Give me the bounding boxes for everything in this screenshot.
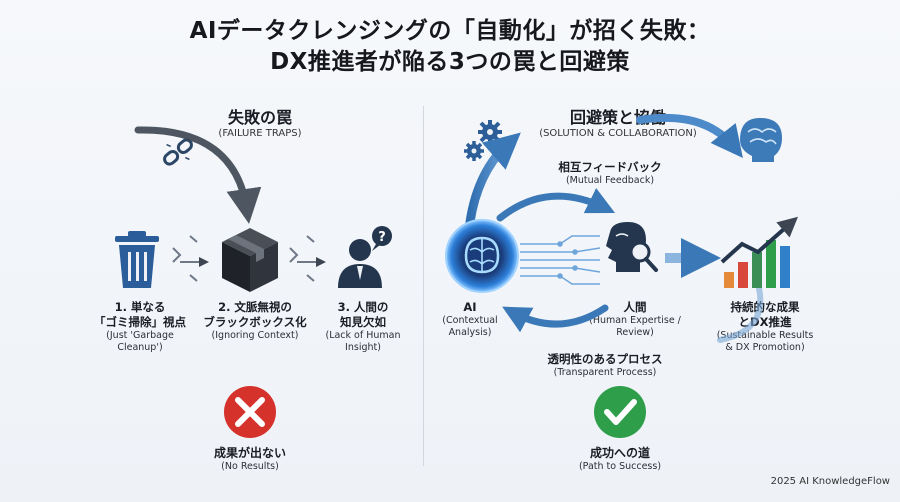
- return-arrow: [502, 304, 609, 333]
- feedback-sub: (Mutual Feedback): [565, 175, 655, 186]
- page-title: AIデータクレンジングの「自動化」が招く失敗： DX推進者が陥る3つの罠と回避策: [0, 16, 900, 78]
- trap-1-title-1: 1. 単なる: [114, 300, 166, 314]
- success-result: 成功への道 (Path to Success): [545, 446, 695, 473]
- ai-sub-2: Analysis): [448, 327, 492, 338]
- transparent-title: 透明性のあるプロセス: [547, 352, 663, 366]
- trap-1-sub-1: (Just 'Garbage: [106, 330, 174, 341]
- trap-2-title-2: ブラックボックス化: [203, 315, 307, 329]
- outcome-loop-arrow: [717, 281, 764, 343]
- failure-heading-sub: (FAILURE TRAPS): [218, 128, 302, 139]
- title-line-2: DX推進者が陥る3つの罠と回避策: [270, 49, 630, 75]
- top-arc-arrow: [636, 113, 743, 159]
- title-line-1: AIデータクレンジングの「自動化」が招く失敗：: [189, 18, 711, 44]
- growth-chart-icon: [720, 216, 798, 288]
- trap-3-sub-1: (Lack of Human: [325, 330, 401, 341]
- human-sub-2: Review): [616, 327, 654, 338]
- feedback-label: 相互フィードバック (Mutual Feedback): [530, 160, 690, 187]
- human-title: 人間: [623, 300, 647, 314]
- failure-heading: 失敗の罠 (FAILURE TRAPS): [150, 104, 370, 139]
- broken-chain-icon: [163, 138, 193, 166]
- failure-result: 成果が出ない (No Results): [175, 446, 325, 473]
- trap-3-sub-2: Insight): [345, 342, 381, 353]
- chain-to-box-arrow: [134, 126, 262, 224]
- svg-text:?: ?: [378, 230, 386, 245]
- trap-1-title-2: 「ゴミ掃除」視点: [94, 315, 186, 329]
- trap-1-label: 1. 単なる 「ゴミ掃除」視点 (Just 'Garbage Cleanup'): [85, 300, 195, 354]
- solution-heading-sub: (SOLUTION & COLLABORATION): [539, 128, 697, 139]
- ai-sub-1: (Contextual: [442, 315, 498, 326]
- trap-3-label: 3. 人間の 知見欠如 (Lack of Human Insight): [308, 300, 418, 354]
- confused-person-icon: ?: [338, 226, 392, 288]
- transparent-sub: (Transparent Process): [553, 367, 657, 378]
- ai-up-arrow: [465, 132, 521, 227]
- squiggle-arrow-2: [289, 235, 326, 282]
- outcome-sub-1: (Sustainable Results: [716, 330, 814, 341]
- success-result-sub: (Path to Success): [578, 461, 662, 472]
- trash-can-icon: [115, 231, 159, 288]
- failure-heading-title: 失敗の罠: [227, 108, 292, 127]
- failure-result-title: 成果が出ない: [213, 446, 286, 460]
- trap-1-sub-2: Cleanup'): [117, 342, 163, 353]
- trap-2-sub-1: (Ignoring Context): [211, 330, 299, 341]
- circuit-lines: [520, 235, 601, 285]
- feedback-arrow: [496, 188, 616, 222]
- success-result-title: 成功への道: [589, 446, 650, 460]
- feedback-title: 相互フィードバック: [558, 160, 662, 174]
- human-label: 人間 (Human Expertise / Review): [570, 300, 700, 339]
- red-x-icon: [224, 386, 276, 438]
- ai-title: AI: [463, 300, 477, 314]
- trap-3-title-2: 知見欠如: [340, 315, 386, 329]
- trap-2-title-1: 2. 文脈無視の: [218, 300, 292, 314]
- gears-icon: [464, 120, 502, 161]
- human-sub-1: (Human Expertise /: [589, 315, 681, 326]
- ai-label: AI (Contextual Analysis): [425, 300, 515, 339]
- brain-head-icon: [740, 118, 782, 162]
- ai-brain-icon: [445, 219, 519, 293]
- squiggle-arrow-1: [172, 235, 209, 282]
- trap-2-label: 2. 文脈無視の ブラックボックス化 (Ignoring Context): [190, 300, 320, 342]
- trap-3-title-1: 3. 人間の: [337, 300, 389, 314]
- outcome-title-1: 持続的な成果: [730, 300, 800, 314]
- transparent-label: 透明性のあるプロセス (Transparent Process): [515, 352, 695, 379]
- human-review-icon: [606, 222, 658, 272]
- green-check-icon: [594, 386, 646, 438]
- failure-result-sub: (No Results): [221, 461, 279, 472]
- footer-credit: 2025 AI KnowledgeFlow: [770, 476, 890, 487]
- section-divider: [423, 106, 424, 466]
- outcome-sub-2: & DX Promotion): [725, 342, 805, 353]
- black-box-icon: [222, 228, 278, 292]
